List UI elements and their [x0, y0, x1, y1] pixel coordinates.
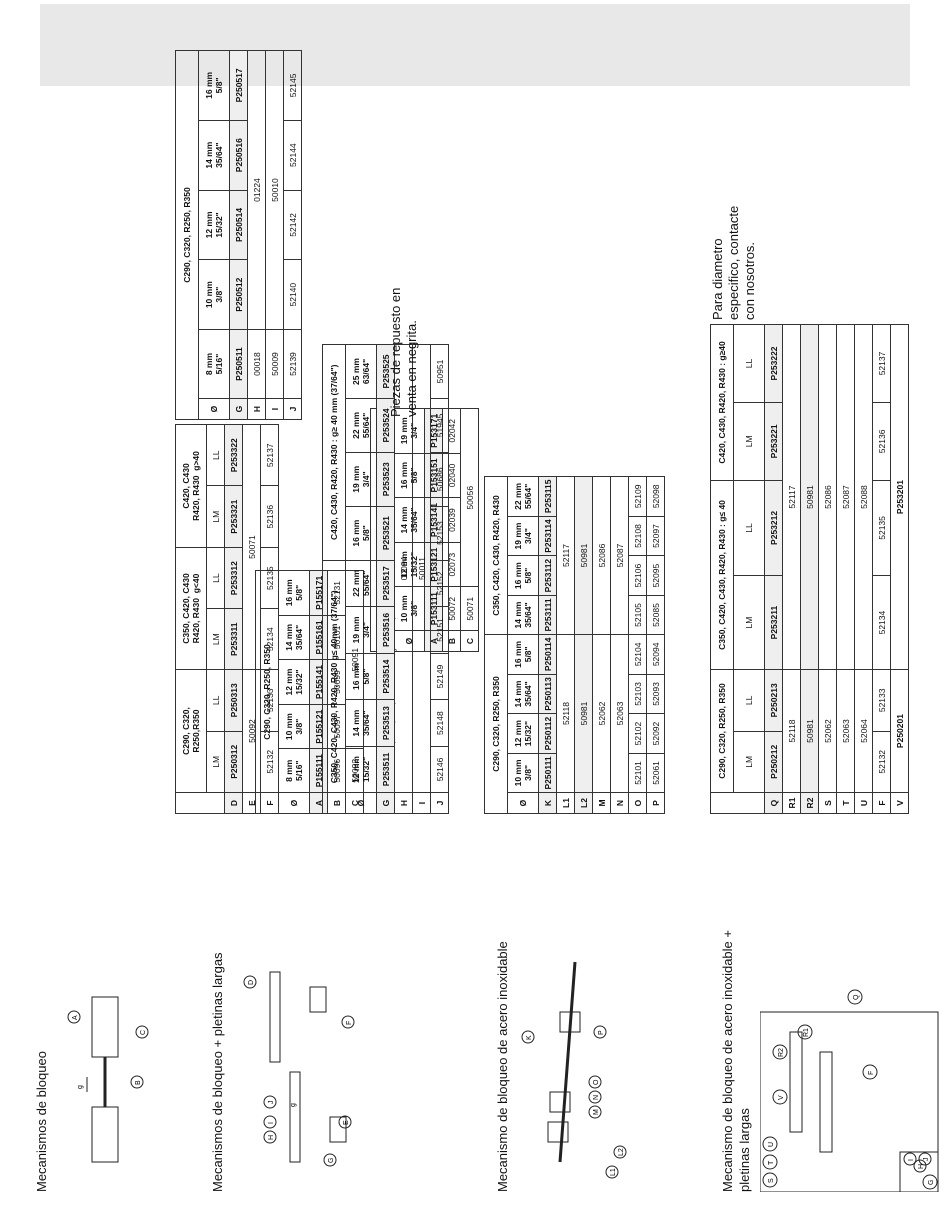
col-header: 10 mm 3/8" — [278, 704, 310, 749]
table-stainless-pletinas: C350, C420, C430, R420, R430 g≤ 40mm (37… — [322, 344, 449, 814]
callout-g: G — [928, 1180, 935, 1185]
table-title: C420, C430, R420, R430 : g≥ 40 mm (37/64… — [322, 344, 346, 561]
callout-h: H — [268, 1135, 275, 1140]
diameter-line: con nosotros. — [742, 241, 757, 320]
stainless-lock-drawing: L1 L2 M N O P K — [521, 961, 627, 1179]
table-title: C290, C320, R250, R350 — [484, 634, 508, 814]
callout-l2: L2 — [618, 1148, 625, 1156]
callout-n: N — [593, 1095, 600, 1100]
callout-f: F — [346, 1021, 353, 1025]
title-mecanismos-bloqueo: Mecanismos de bloqueo — [34, 1051, 49, 1192]
table-c290-pletinas: C290, C320, R250, R350 Ø 8 mm 5/16" 10 m… — [175, 50, 302, 420]
callout-u: U — [768, 1142, 775, 1147]
spares-line: Piezas de repuesto en — [388, 287, 403, 417]
col-header: 16 mm 5/8" — [278, 570, 310, 616]
lock-with-bars-drawing: D E F G H I J g — [243, 971, 355, 1167]
callout-g2: G — [328, 1158, 335, 1163]
callout-v: V — [778, 1095, 785, 1100]
lock-mechanism-drawing: g A B C — [67, 996, 149, 1163]
callout-s: S — [768, 1178, 775, 1183]
callout-p: P — [598, 1030, 605, 1035]
callout-j: J — [268, 1101, 275, 1105]
callout-g: g — [290, 1103, 297, 1107]
callout-a: A — [72, 1015, 79, 1020]
group-header: C420, C430, R420, R430 : g≥40 — [710, 324, 734, 481]
diameter-line: especifico, contacte — [726, 205, 741, 320]
col-header: 8 mm 5/16" — [278, 748, 310, 793]
table-title: C350, C420, C430, R420, R430 g≤ 40mm (37… — [322, 560, 346, 814]
callout-b: B — [135, 1080, 142, 1085]
group-header: C290, C320, R250,R350 — [175, 669, 207, 793]
callout-q: Q — [853, 994, 860, 1000]
diameter-line: Para diametro — [710, 238, 725, 320]
group-header: C350, C420, C430, R420, R430 : g≤ 40 — [710, 480, 734, 670]
callout-i: I — [268, 1122, 275, 1124]
callout-f: F — [868, 1071, 875, 1075]
callout-i: I — [908, 1159, 915, 1161]
header-band — [40, 4, 910, 86]
title-mecanismos-pletinas: Mecanismos de bloqueo + pletinas largas — [210, 952, 225, 1192]
callout-r1: R1 — [803, 1028, 810, 1037]
spares-line: venta en negrita. — [404, 320, 419, 417]
stainless-bars-drawing: S T U V R2 R1 Q F G H I J — [760, 989, 939, 1192]
group-header: C350, C420, C430 R420, R430 g<40 — [175, 547, 207, 670]
callout-o: O — [593, 1079, 600, 1085]
title-acero-inoxidable: Mecanismo de bloqueo de acero inoxidable — [495, 941, 510, 1192]
callout-c: C — [140, 1030, 147, 1035]
table-stainless-long-bars: C290, C320, R250, R350 C350, C420, C430,… — [710, 324, 909, 814]
callout-l1: L1 — [610, 1168, 617, 1176]
callout-t: T — [768, 1160, 775, 1165]
callout-g: g — [77, 1085, 84, 1089]
callout-j: J — [923, 1158, 930, 1162]
col-header: 12 mm 15/32" — [278, 659, 310, 705]
table-stainless-lock: C290, C320, R250, R350 C350, C420, C430,… — [484, 476, 665, 814]
callout-m: M — [593, 1109, 600, 1115]
callout-e: E — [343, 1120, 350, 1125]
table-title: C290, C320, R250, R350 — [175, 50, 199, 420]
callout-k: K — [526, 1035, 533, 1040]
callout-d: D — [248, 980, 255, 985]
spares-note: Piezas de repuesto en venta en negrita. — [388, 217, 420, 417]
col-header: 14 mm 35/64" — [278, 615, 310, 660]
table-title: C350, C420, C430, R420, R430 — [484, 476, 508, 635]
title-acero-pletinas-a: Mecanismo de bloqueo de acero inoxidable… — [720, 930, 735, 1192]
group-header: C420, C430 R420, R430 g>40 — [175, 424, 207, 548]
callout-h: H — [918, 1164, 925, 1169]
table-long-bars: C290, C320, R250,R350 C350, C420, C430 R… — [175, 424, 279, 814]
title-acero-pletinas-b: pletinas largas — [737, 1108, 752, 1192]
callout-r2: R2 — [778, 1048, 785, 1057]
group-header: C290, C320, R250, R350 — [710, 669, 734, 793]
col-header: Ø — [278, 792, 310, 814]
diameter-note: Para diametro especifico, contacte con n… — [710, 120, 758, 320]
